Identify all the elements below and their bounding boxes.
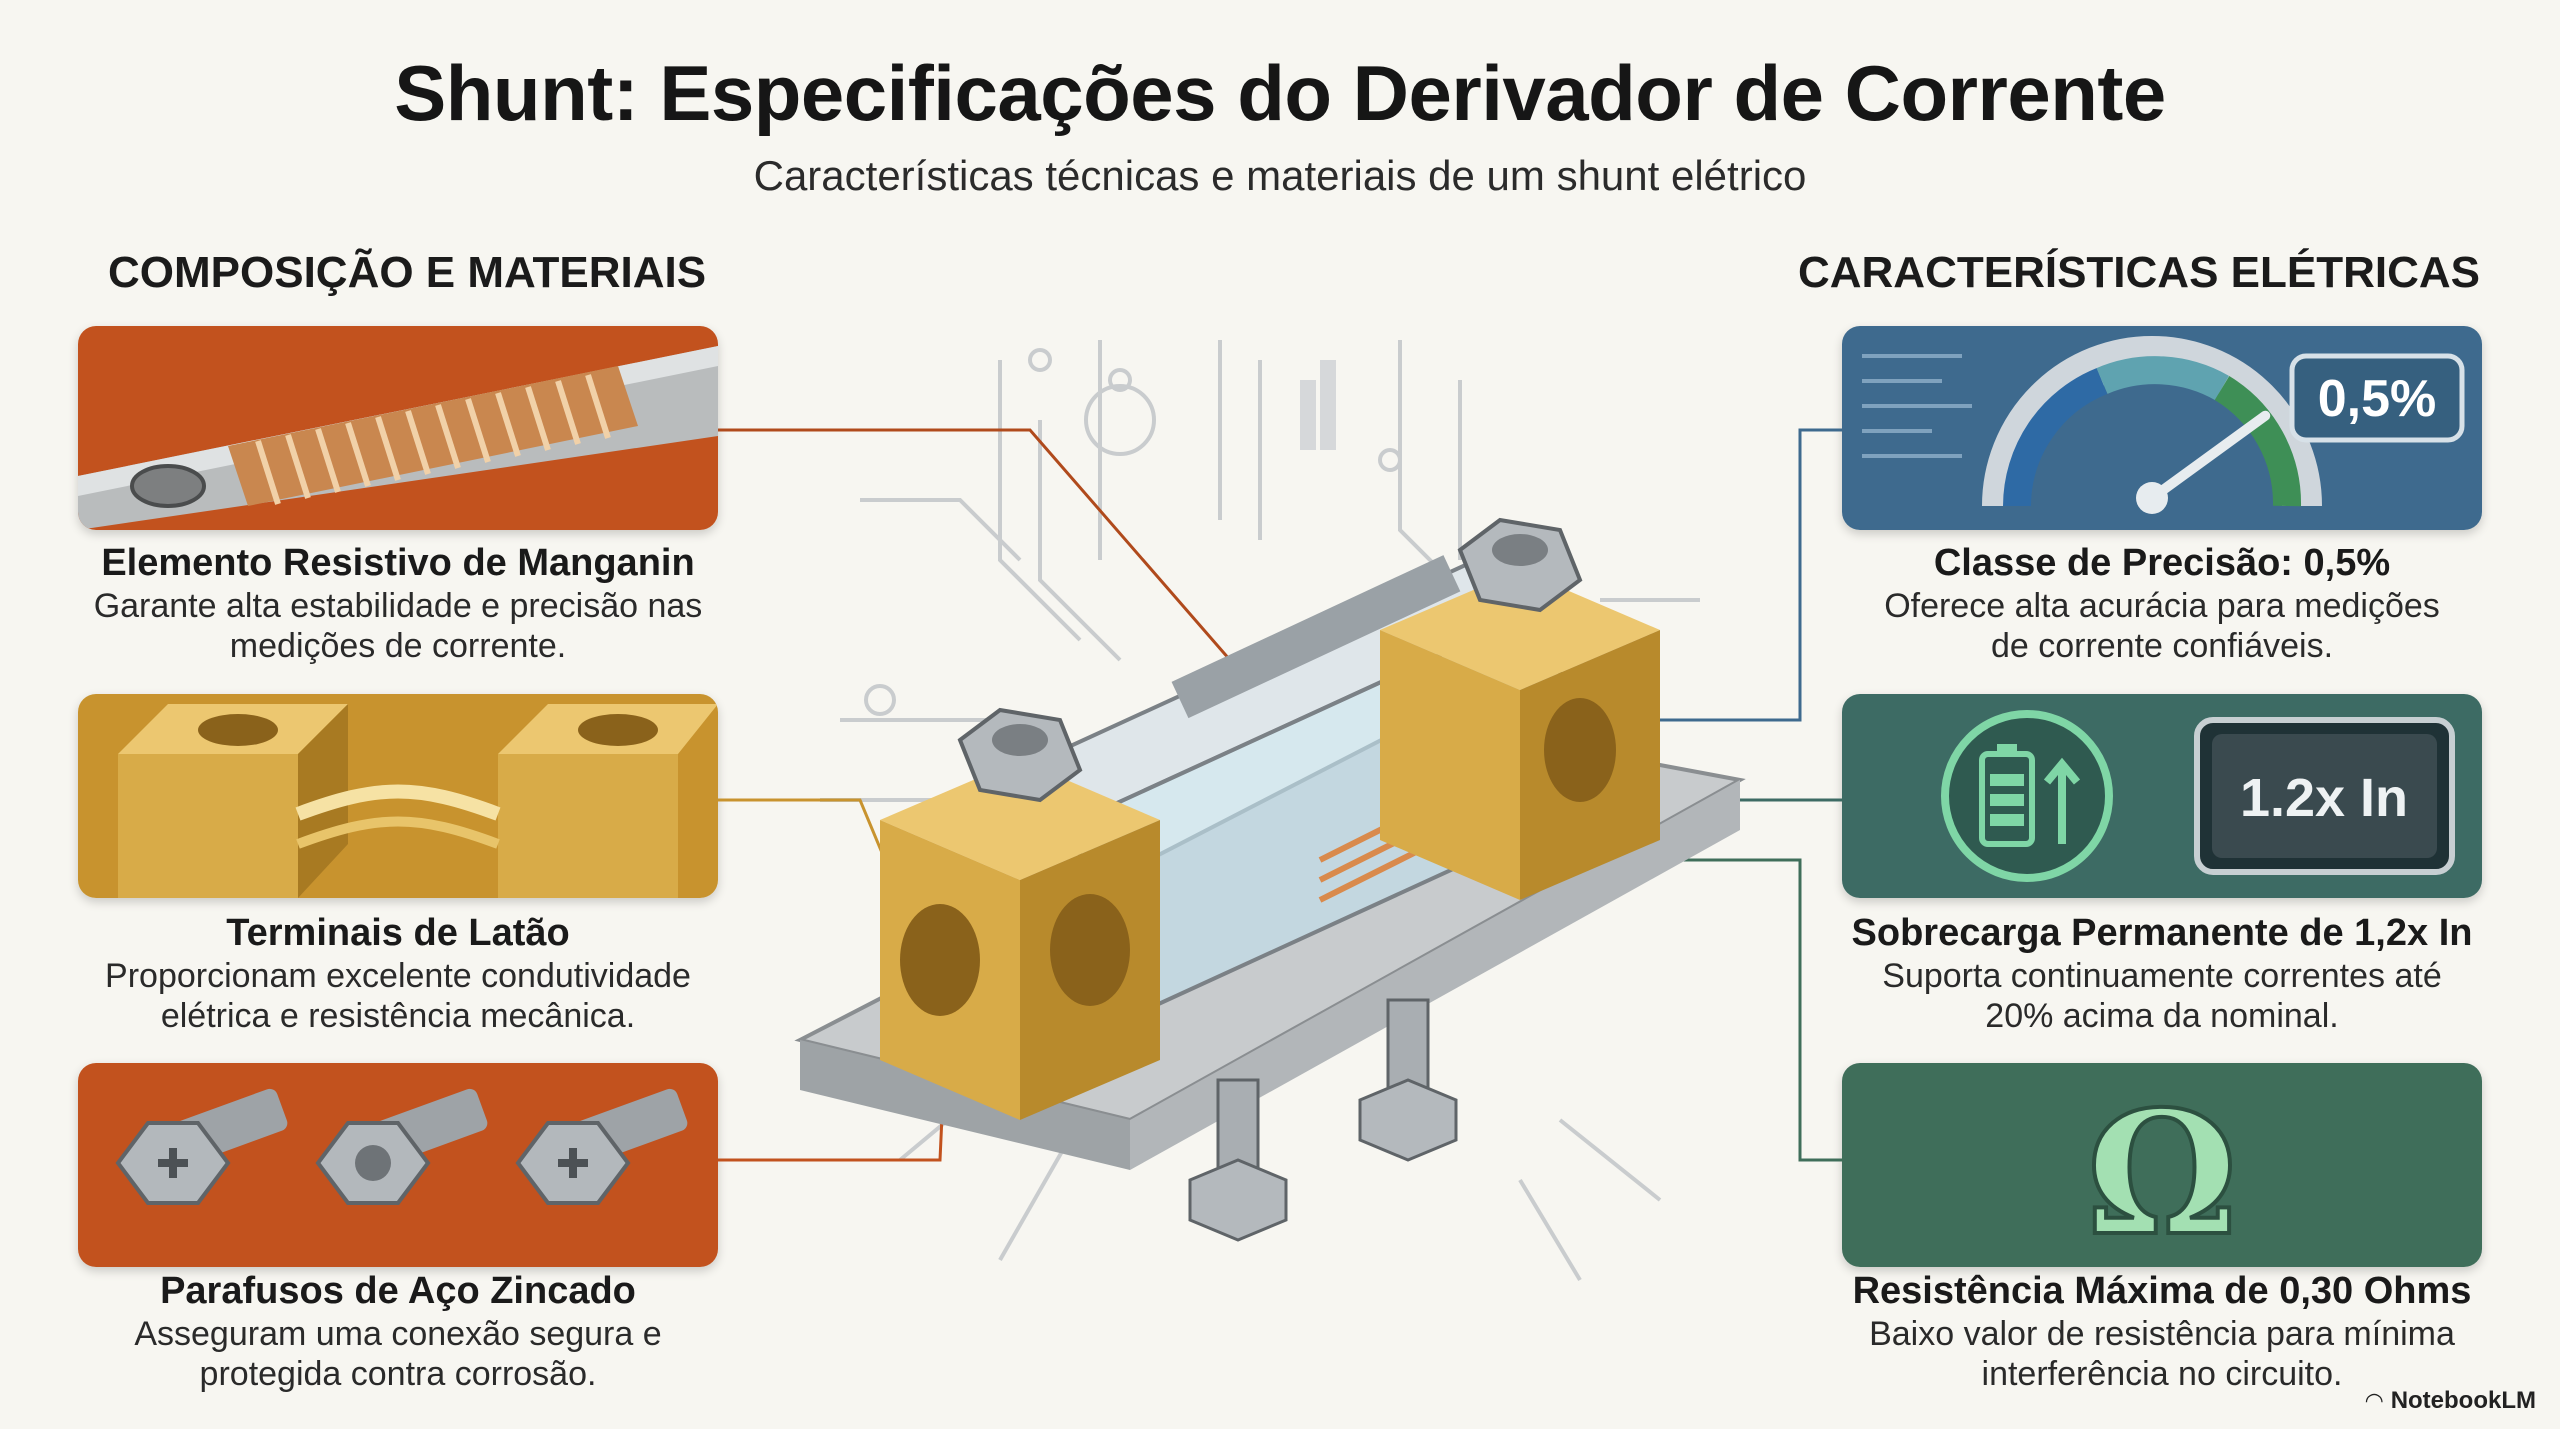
screws-desc-line2: protegida contra corrosão. [199, 1355, 597, 1393]
zinc-screws-icon [78, 1063, 718, 1267]
screws-card [78, 1063, 718, 1267]
resistance-card: Ω [1842, 1063, 2482, 1267]
precision-desc-line2: de corrente confiáveis. [1990, 627, 2334, 665]
brass-terminal-icon [78, 694, 718, 898]
page-title: Shunt: Especificações do Derivador de Co… [394, 49, 2166, 137]
precision-caption: Classe de Precisão: 0,5% Oferece alta ac… [1812, 540, 2512, 666]
manganin-element-icon [78, 326, 718, 530]
screws-desc-line1: Asseguram uma conexão segura e [134, 1315, 662, 1353]
loose-screw [1358, 998, 1458, 1162]
resistance-caption: Resistência Máxima de 0,30 Ohms Baixo va… [1812, 1268, 2512, 1394]
precision-card: 0,5% [1842, 326, 2482, 530]
brass-desc-line1: Proporcionam excelente condutividade [105, 957, 691, 995]
ohm-badge: Ω [2086, 1074, 2237, 1267]
resistance-desc-line1: Baixo valor de resistência para mínima [1869, 1315, 2455, 1353]
manganin-caption: Elemento Resistivo de Manganin Garante a… [48, 540, 748, 666]
screws-caption: Parafusos de Aço Zincado Asseguram uma c… [48, 1268, 748, 1394]
screws-title: Parafusos de Aço Zincado [160, 1270, 636, 1312]
manganin-title: Elemento Resistivo de Manganin [101, 542, 695, 584]
page-subtitle: Características técnicas e materiais de … [753, 152, 1807, 199]
ohm-symbol-icon: Ω [1842, 1063, 2482, 1267]
shunt-illustration [718, 340, 1842, 1282]
battery-overload-icon: 1.2x In [1842, 694, 2482, 898]
brass-title: Terminais de Latão [226, 912, 570, 954]
brass-terminals-card [78, 694, 718, 898]
overload-title: Sobrecarga Permanente de 1,2x In [1851, 912, 2473, 954]
overload-badge: 1.2x In [2240, 768, 2408, 828]
overload-desc-line1: Suporta continuamente correntes até [1882, 957, 2442, 995]
left-section-heading: COMPOSIÇÃO E MATERIAIS [108, 248, 707, 297]
precision-title: Classe de Precisão: 0,5% [1933, 542, 2391, 584]
manganin-desc-line2: medições de corrente. [229, 627, 567, 665]
brand-text: NotebookLM [2390, 1387, 2536, 1414]
overload-card: 1.2x In [1842, 694, 2482, 898]
manganin-desc-line1: Garante alta estabilidade e precisão nas [93, 587, 703, 625]
brass-caption: Terminais de Latão Proporcionam excelent… [48, 910, 748, 1036]
resistance-desc-line2: interferência no circuito. [1981, 1355, 2343, 1393]
right-section-heading: CARACTERÍSTICAS ELÉTRICAS [1797, 248, 2480, 297]
loose-screw [1188, 1078, 1288, 1242]
brass-desc-line2: elétrica e resistência mecânica. [160, 997, 636, 1035]
manganin-card [78, 326, 718, 530]
precision-badge: 0,5% [2318, 370, 2437, 428]
brand-label: ◠ NotebookLM [2366, 1387, 2536, 1415]
overload-caption: Sobrecarga Permanente de 1,2x In Suporta… [1812, 910, 2512, 1036]
precision-desc-line1: Oferece alta acurácia para medições [1884, 587, 2440, 625]
precision-gauge-icon: 0,5% [1842, 326, 2482, 530]
resistance-title: Resistência Máxima de 0,30 Ohms [1852, 1270, 2472, 1312]
overload-desc-line2: 20% acima da nominal. [1985, 997, 2339, 1035]
notebooklm-logo-icon: ◠ [2365, 1388, 2383, 1413]
